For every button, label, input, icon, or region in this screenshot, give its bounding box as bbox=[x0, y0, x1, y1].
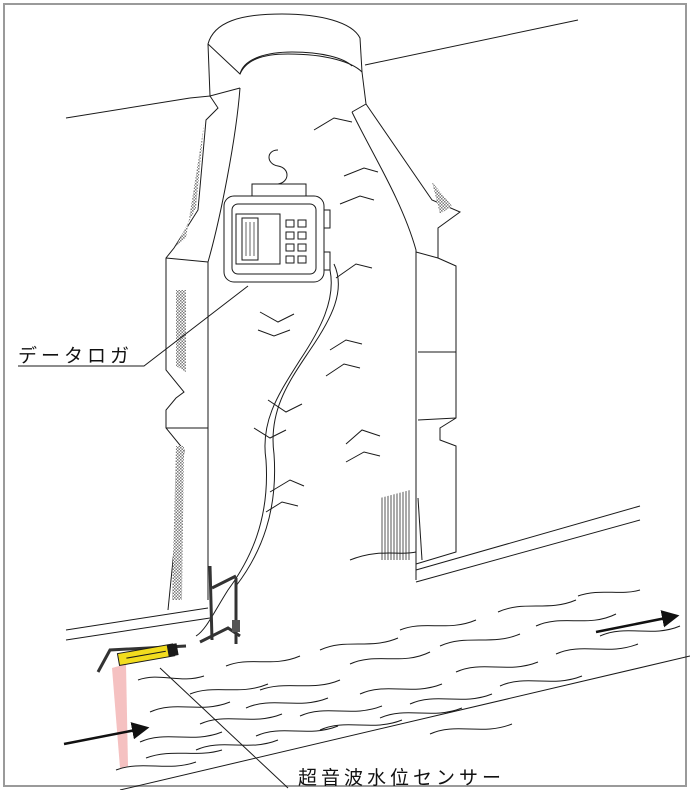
manhole-rim bbox=[207, 13, 367, 113]
ground-line-top bbox=[65, 19, 579, 119]
ultrasonic-sensor-label: 超音波水位センサー bbox=[298, 767, 506, 789]
manhole-body bbox=[165, 87, 462, 611]
flow-arrow-in bbox=[63, 722, 150, 746]
wall-markings bbox=[253, 117, 423, 561]
sensor-beam bbox=[112, 664, 128, 768]
data-logger-label: データロガ bbox=[18, 345, 134, 367]
sensor-cable-2 bbox=[235, 263, 339, 587]
water-waves bbox=[115, 589, 681, 771]
channel-floor bbox=[65, 505, 690, 790]
bracket-clamp bbox=[232, 620, 240, 632]
flow-arrow-out bbox=[595, 610, 680, 634]
ultrasonic-sensor bbox=[116, 643, 179, 667]
logger-hook bbox=[251, 149, 307, 197]
data-logger-device bbox=[223, 195, 331, 283]
wall-shading bbox=[172, 124, 452, 600]
sensor-cable bbox=[195, 269, 332, 637]
leader-lines bbox=[18, 285, 289, 789]
figure-border bbox=[3, 3, 687, 787]
